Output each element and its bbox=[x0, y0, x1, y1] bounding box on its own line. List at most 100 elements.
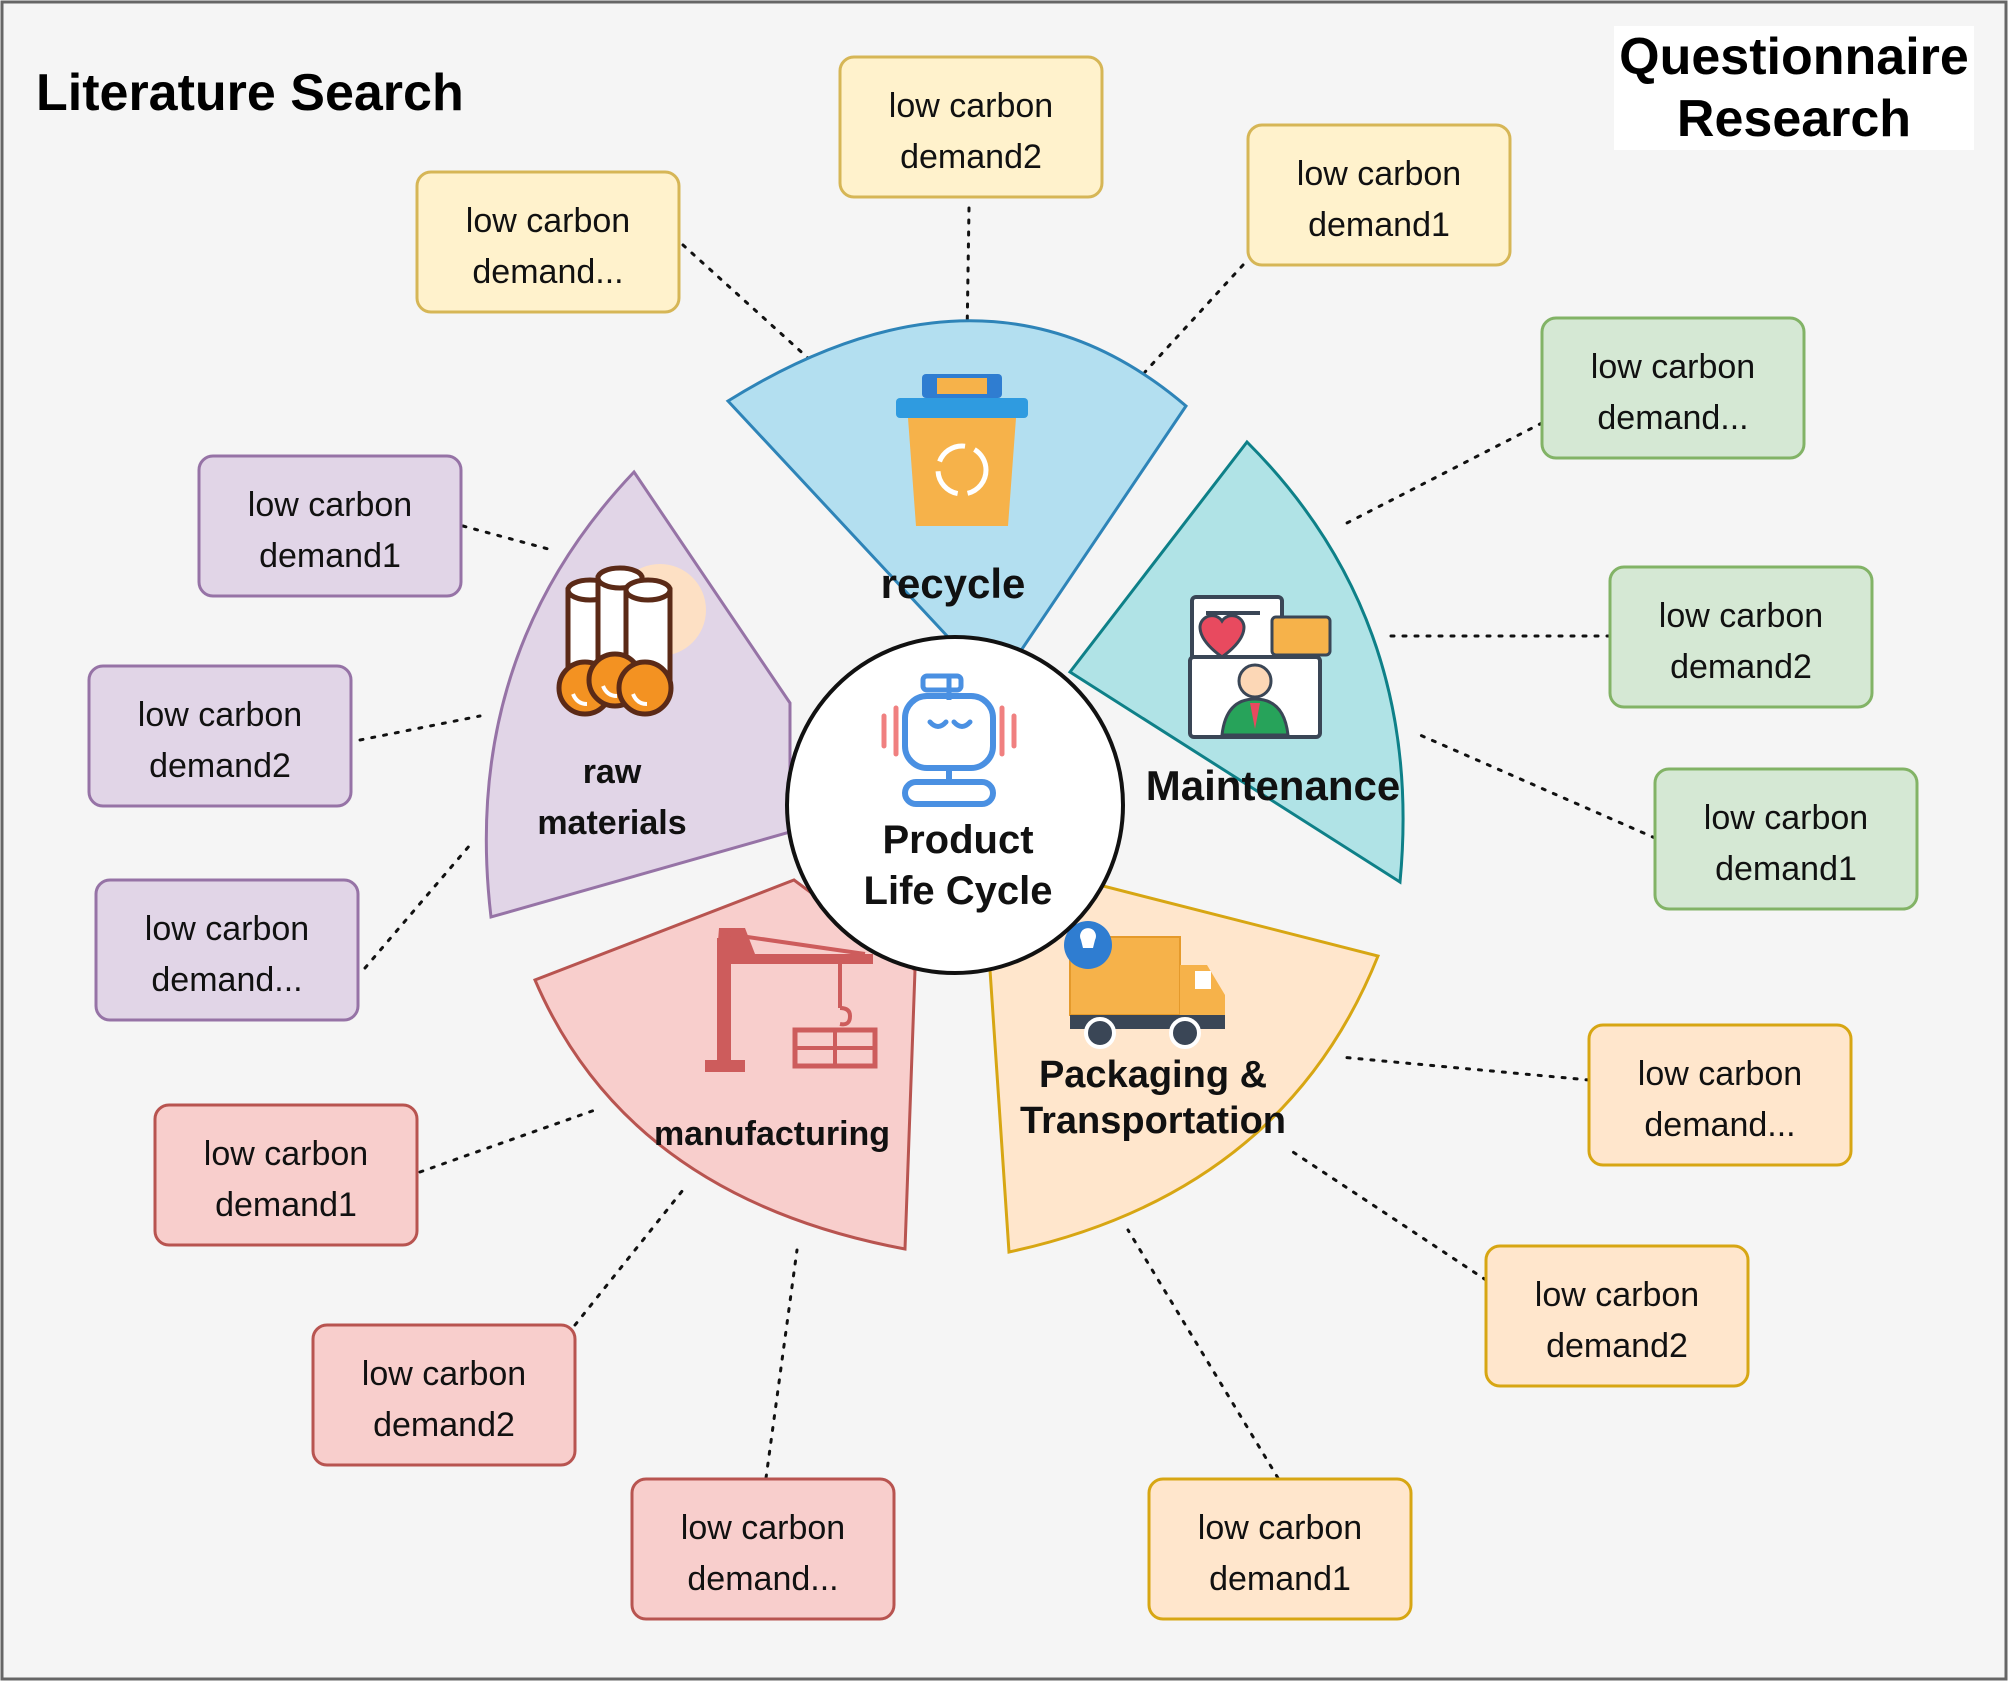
demand-box-line2: demand1 bbox=[1715, 850, 1857, 888]
raw-materials-connector-2 bbox=[358, 714, 482, 742]
demand-box: low carbon demand1 bbox=[153, 1103, 419, 1247]
demand-box-rect bbox=[87, 664, 353, 808]
demand-box-line1: low carbon bbox=[1659, 597, 1823, 635]
demand-box-rect bbox=[197, 454, 463, 598]
demand-box-line2: demand2 bbox=[900, 138, 1042, 176]
demand-box-line1: low carbon bbox=[1297, 155, 1461, 193]
demand-box-rect bbox=[415, 170, 681, 314]
demand-box-line1: low carbon bbox=[1704, 799, 1868, 837]
center-label-line1: Product bbox=[882, 818, 1033, 862]
packaging-transportation-label-line2: Transportation bbox=[1020, 1100, 1286, 1142]
demand-box-rect bbox=[1608, 565, 1874, 709]
demand-box-line1: low carbon bbox=[204, 1135, 368, 1173]
stage-packaging-transportation: Packaging &Transportation bbox=[988, 873, 1381, 1254]
stage-maintenance: Maintenance bbox=[1067, 439, 1405, 885]
support-agent-icon bbox=[1188, 595, 1332, 739]
recycle-connector-3 bbox=[1143, 263, 1245, 374]
connector-layer bbox=[358, 206, 1657, 1480]
demand-box-line2: demand... bbox=[1597, 399, 1748, 437]
raw-materials-label-line1: raw bbox=[583, 753, 642, 791]
demand-box: low carbon demand1 bbox=[1246, 123, 1512, 267]
demand-box-rect bbox=[311, 1323, 577, 1467]
demand-box-line2: demand1 bbox=[1308, 206, 1450, 244]
center-label-line2: Life Cycle bbox=[864, 869, 1053, 913]
demand-box-line1: low carbon bbox=[1638, 1055, 1802, 1093]
demand-box: low carbon demand... bbox=[94, 878, 360, 1022]
demand-box: low carbon demand1 bbox=[1653, 767, 1919, 911]
demand-box: low carbon demand... bbox=[1540, 316, 1806, 460]
maintenance-label-line1: Maintenance bbox=[1146, 762, 1400, 809]
demand-box: low carbon demand1 bbox=[1147, 1477, 1413, 1621]
stage-recycle: recycle bbox=[725, 319, 1188, 654]
logs-icon bbox=[556, 564, 706, 717]
demand-box: low carbon demand2 bbox=[838, 55, 1104, 199]
demand-box-line2: demand... bbox=[472, 253, 623, 291]
packaging-transportation-connector-3 bbox=[1126, 1228, 1280, 1480]
demand-box: low carbon demand... bbox=[415, 170, 681, 314]
delivery-truck-icon bbox=[1064, 921, 1225, 1049]
manufacturing-connector-3 bbox=[764, 1248, 799, 1480]
demand-box-rect bbox=[838, 55, 1104, 199]
maintenance-connector-1 bbox=[1341, 421, 1544, 527]
demand-box: low carbon demand2 bbox=[87, 664, 353, 808]
demand-box-line2: demand... bbox=[687, 1560, 838, 1598]
questionnaire-research-title-line1: Questionnaire bbox=[1619, 28, 1969, 86]
trash-bin-icon bbox=[896, 374, 1028, 526]
demand-box-rect bbox=[1246, 123, 1512, 267]
demand-box-line2: demand2 bbox=[1546, 1327, 1688, 1365]
demand-box-rect bbox=[153, 1103, 419, 1247]
demand-box-line2: demand2 bbox=[1670, 648, 1812, 686]
demand-box: low carbon demand2 bbox=[1608, 565, 1874, 709]
demand-box-line1: low carbon bbox=[1591, 348, 1755, 386]
demand-box-line1: low carbon bbox=[1198, 1509, 1362, 1547]
demand-box-rect bbox=[630, 1477, 896, 1621]
demand-box-line1: low carbon bbox=[681, 1509, 845, 1547]
demand-box-line1: low carbon bbox=[362, 1355, 526, 1393]
demand-box-rect bbox=[1587, 1023, 1853, 1167]
demand-box-line1: low carbon bbox=[1535, 1276, 1699, 1314]
demand-box-rect bbox=[1653, 767, 1919, 911]
demand-box-rect bbox=[1540, 316, 1806, 460]
demand-box-line2: demand... bbox=[151, 961, 302, 999]
demand-box-line1: low carbon bbox=[466, 202, 630, 240]
demand-box: low carbon demand2 bbox=[1484, 1244, 1750, 1388]
manufacturing-connector-1 bbox=[418, 1108, 597, 1174]
center-hub: Product Life Cycle bbox=[785, 635, 1125, 975]
literature-search-title: Literature Search bbox=[36, 64, 464, 122]
demand-box-rect bbox=[94, 878, 360, 1022]
packaging-transportation-connector-2 bbox=[1288, 1148, 1488, 1282]
questionnaire-research-title: Questionnaire Research bbox=[1614, 26, 1974, 150]
demand-box-line1: low carbon bbox=[248, 486, 412, 524]
robot-icon bbox=[881, 673, 1017, 807]
recycle-connector-1 bbox=[681, 243, 810, 360]
demand-box-line2: demand2 bbox=[373, 1406, 515, 1444]
demand-box-line2: demand1 bbox=[1209, 1560, 1351, 1598]
demand-box: low carbon demand2 bbox=[311, 1323, 577, 1467]
stage-manufacturing: manufacturing bbox=[533, 878, 917, 1251]
demand-box-rect bbox=[1147, 1477, 1413, 1621]
packaging-transportation-label-line1: Packaging & bbox=[1039, 1054, 1267, 1096]
demand-box-line2: demand1 bbox=[259, 537, 401, 575]
demand-box-line2: demand... bbox=[1644, 1106, 1795, 1144]
demand-box-line1: low carbon bbox=[889, 87, 1053, 125]
manufacturing-label-line1: manufacturing bbox=[654, 1115, 890, 1153]
demand-box: low carbon demand... bbox=[630, 1477, 896, 1621]
questionnaire-research-title-line2: Research bbox=[1676, 90, 1912, 148]
packaging-transportation-connector-1 bbox=[1338, 1055, 1591, 1082]
demand-box: low carbon demand1 bbox=[197, 454, 463, 598]
demand-box-line2: demand2 bbox=[149, 747, 291, 785]
crane-icon bbox=[705, 928, 878, 1072]
demand-box-line1: low carbon bbox=[145, 910, 309, 948]
recycle-label-line1: recycle bbox=[881, 560, 1026, 607]
demand-box: low carbon demand... bbox=[1587, 1023, 1853, 1167]
demand-box-line2: demand1 bbox=[215, 1186, 357, 1224]
recycle-connector-2 bbox=[965, 206, 971, 340]
demand-box-line1: low carbon bbox=[138, 696, 302, 734]
stage-raw-materials: raw materials bbox=[484, 469, 792, 919]
raw-materials-connector-1 bbox=[461, 524, 554, 552]
raw-materials-label-line2: materials bbox=[537, 804, 686, 842]
